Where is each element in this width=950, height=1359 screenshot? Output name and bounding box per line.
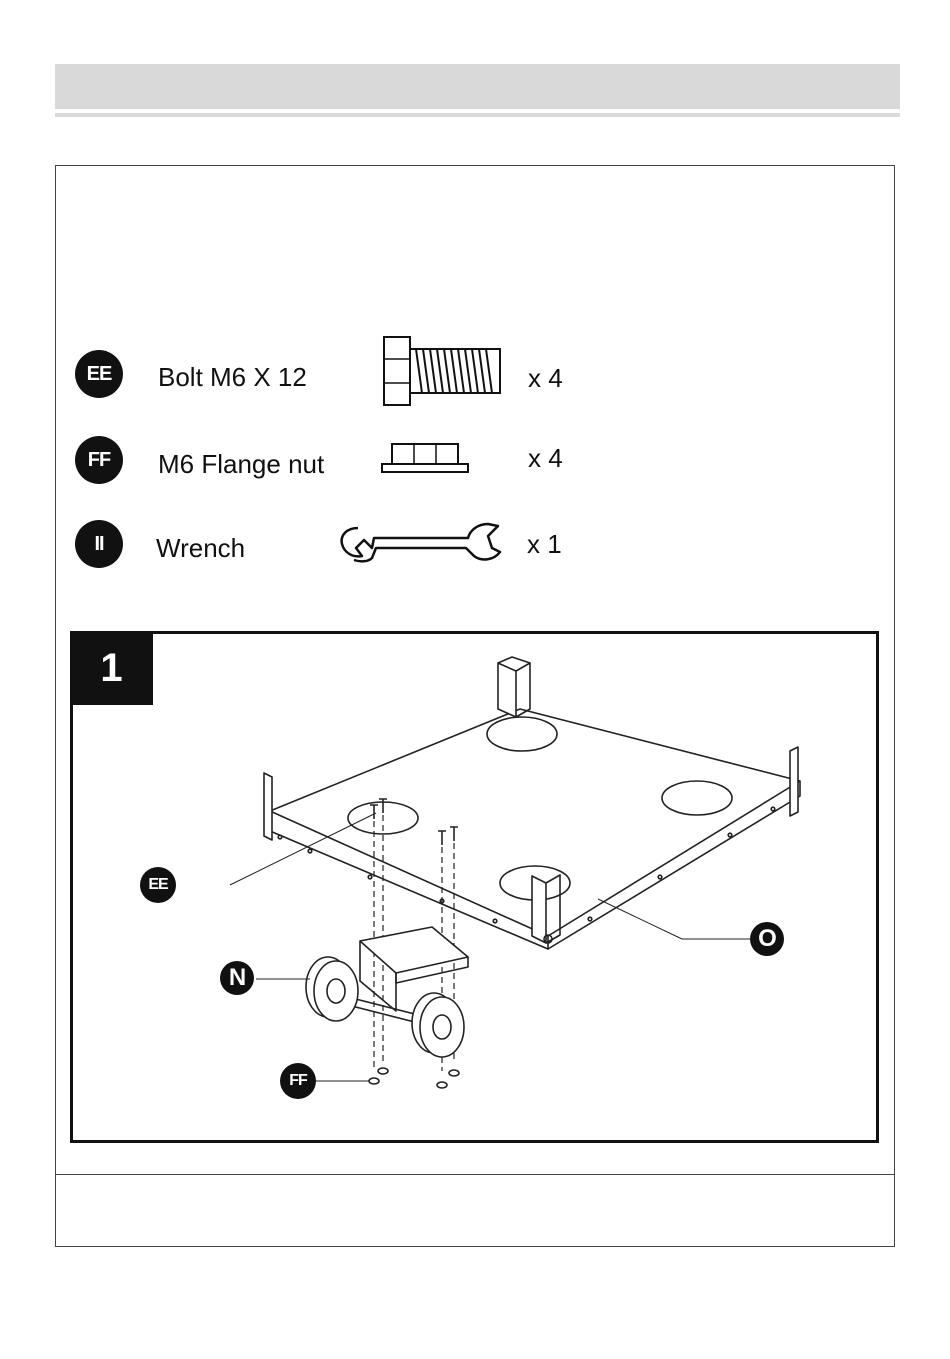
assembly-diagram xyxy=(70,631,879,1143)
callout-ff: FF xyxy=(280,1063,316,1099)
part-name-flange-nut: M6 Flange nut xyxy=(158,449,324,480)
wrench-icon xyxy=(338,518,504,568)
part-name-wrench: Wrench xyxy=(156,533,245,564)
header-bar xyxy=(55,64,900,109)
part-badge-ii: II xyxy=(75,520,123,568)
part-name-bolt: Bolt M6 X 12 xyxy=(158,362,307,393)
part-badge-ee: EE xyxy=(75,350,123,398)
callout-n: N xyxy=(220,961,254,995)
callout-o: O xyxy=(750,922,784,956)
part-qty-wrench: x 1 xyxy=(527,529,562,560)
header-rule xyxy=(55,113,900,117)
part-qty-bolt: x 4 xyxy=(528,363,563,394)
part-qty-flange-nut: x 4 xyxy=(528,443,563,474)
bolt-icon xyxy=(380,333,505,409)
callout-ee: EE xyxy=(140,867,176,903)
part-badge-ff: FF xyxy=(75,436,123,484)
flange-nut-icon xyxy=(380,440,470,476)
footer-divider xyxy=(55,1174,895,1175)
